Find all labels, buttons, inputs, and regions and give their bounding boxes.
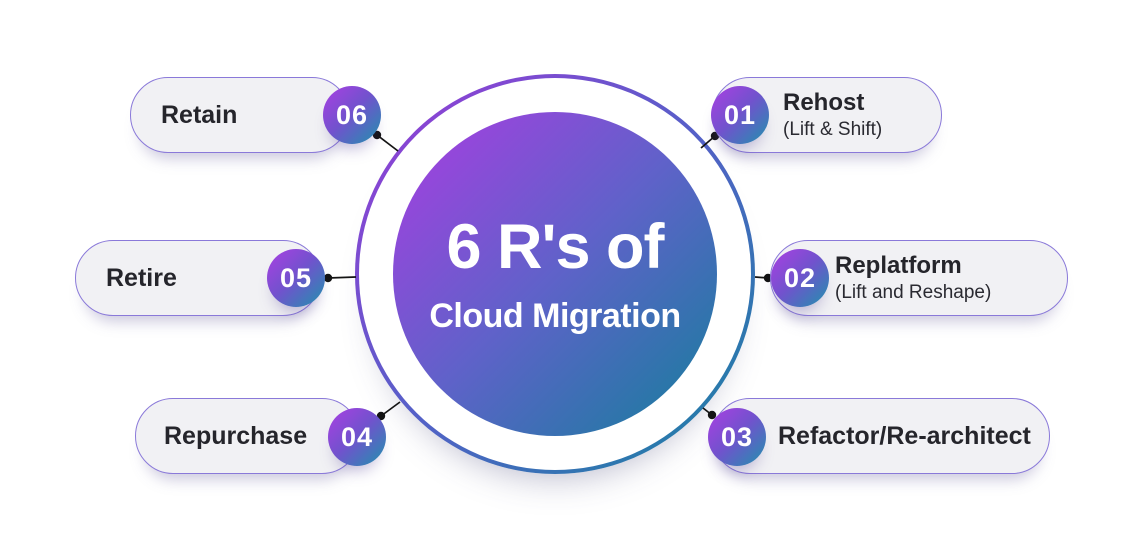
pill-retire-title: Retire: [106, 264, 177, 292]
pill-refactor-title: Refactor/Re-architect: [778, 422, 1031, 450]
pill-repurchase-title: Repurchase: [164, 422, 308, 450]
badge-01: 01: [711, 86, 769, 144]
pill-repurchase: Repurchase: [135, 398, 360, 474]
pill-replatform-title: Replatform: [835, 251, 962, 279]
center-title-line1: 6 R's of: [446, 211, 664, 282]
pill-retain-title: Retain: [161, 101, 238, 129]
pill-rehost-title: Rehost: [783, 88, 865, 116]
pill-replatform-subtitle: (Lift and Reshape): [835, 281, 992, 303]
pill-refactor: Refactor/Re-architect: [712, 398, 1050, 474]
badge-05-number: 05: [279, 262, 313, 293]
center-title-line2: Cloud Migration: [429, 296, 681, 335]
center-circle: 6 R's of Cloud Migration: [393, 112, 717, 436]
badge-04-number: 04: [340, 421, 374, 452]
pill-retain: Retain: [130, 77, 350, 153]
badge-06-number: 06: [335, 99, 369, 130]
badge-01-number: 01: [723, 99, 757, 130]
center-ring: 6 R's of Cloud Migration: [355, 74, 755, 474]
badge-04: 04: [328, 408, 386, 466]
pill-rehost-subtitle: (Lift & Shift): [783, 118, 883, 140]
badge-03-number: 03: [720, 421, 754, 452]
badge-02-number: 02: [783, 262, 817, 293]
badge-06: 06: [323, 86, 381, 144]
center-ring-gap: 6 R's of Cloud Migration: [359, 78, 751, 470]
badge-02: 02: [771, 249, 829, 307]
badge-05: 05: [267, 249, 325, 307]
badge-03: 03: [708, 408, 766, 466]
